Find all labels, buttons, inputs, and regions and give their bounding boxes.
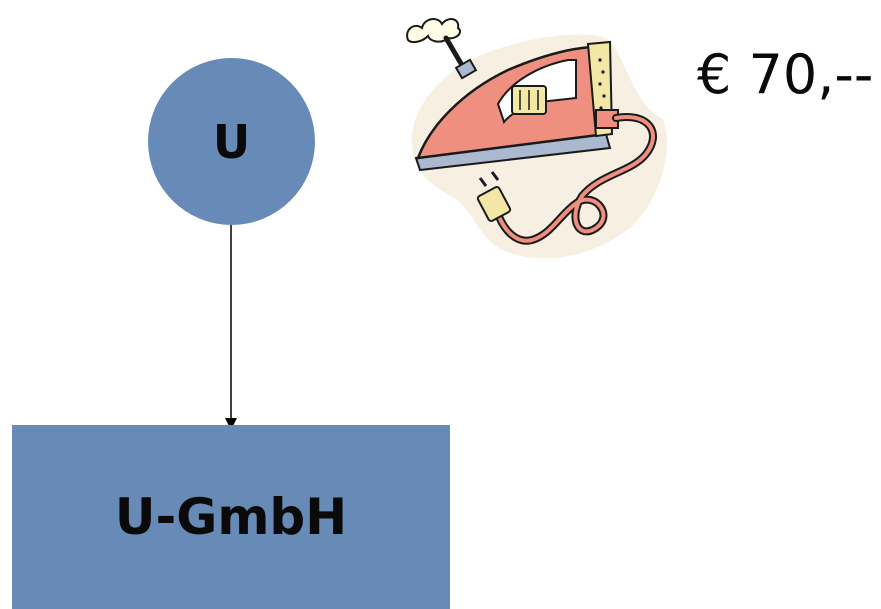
price-label: € 70,-- bbox=[697, 43, 874, 106]
bottom-node-box: U-GmbH bbox=[12, 425, 450, 609]
top-node-label: U bbox=[212, 114, 251, 169]
iron-icon bbox=[406, 18, 668, 259]
bottom-node-label: U-GmbH bbox=[114, 488, 348, 546]
top-node-circle: U bbox=[148, 58, 315, 225]
